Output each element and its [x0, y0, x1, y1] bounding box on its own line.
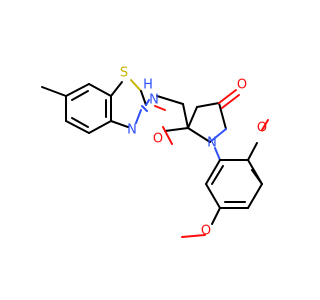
bond-double-inner: [71, 117, 89, 128]
bond: [88, 120, 112, 134]
bond: [65, 83, 90, 97]
bond: [214, 147, 221, 161]
bond: [110, 120, 129, 128]
bond: [247, 183, 263, 209]
bond: [135, 109, 142, 124]
atom-O1: O: [153, 132, 163, 147]
bond: [187, 106, 198, 129]
atom-O3: O: [257, 121, 267, 136]
bond: [209, 128, 227, 143]
bond-double: [141, 105, 148, 112]
bond: [247, 142, 258, 161]
atom-H: H: [143, 78, 153, 93]
bond-double-inner: [71, 90, 89, 101]
bond: [130, 79, 142, 92]
atom-O4: O: [201, 224, 211, 239]
bond: [164, 127, 189, 132]
bond: [205, 159, 221, 185]
bond: [156, 95, 184, 105]
atom-O2: O: [237, 78, 247, 93]
atom-N1: N: [127, 123, 137, 138]
bond: [110, 81, 123, 97]
bond-methyl: [41, 86, 67, 97]
structure-diagram: S N N H O O N O O: [41, 66, 269, 239]
bond: [261, 119, 269, 131]
bond: [205, 183, 221, 209]
bond-double-inner: [211, 165, 224, 185]
bond-double: [218, 89, 237, 104]
atom-S1: S: [120, 66, 128, 81]
atom-N2: N: [207, 136, 217, 151]
molecule-canvas: S N N H O O N O O: [41, 66, 269, 239]
bond: [88, 83, 112, 97]
bond: [182, 103, 189, 129]
bond-double-inner: [251, 169, 263, 185]
atom-NH: N: [149, 93, 159, 108]
bond: [145, 99, 150, 106]
bond: [65, 120, 90, 134]
bond-double: [221, 94, 240, 109]
bond-double: [162, 126, 173, 145]
bond: [140, 90, 147, 106]
bond: [211, 207, 221, 225]
bond: [181, 234, 206, 238]
bond: [196, 102, 220, 108]
bond-double: [154, 105, 166, 111]
bond: [187, 127, 211, 143]
bond: [218, 102, 227, 130]
